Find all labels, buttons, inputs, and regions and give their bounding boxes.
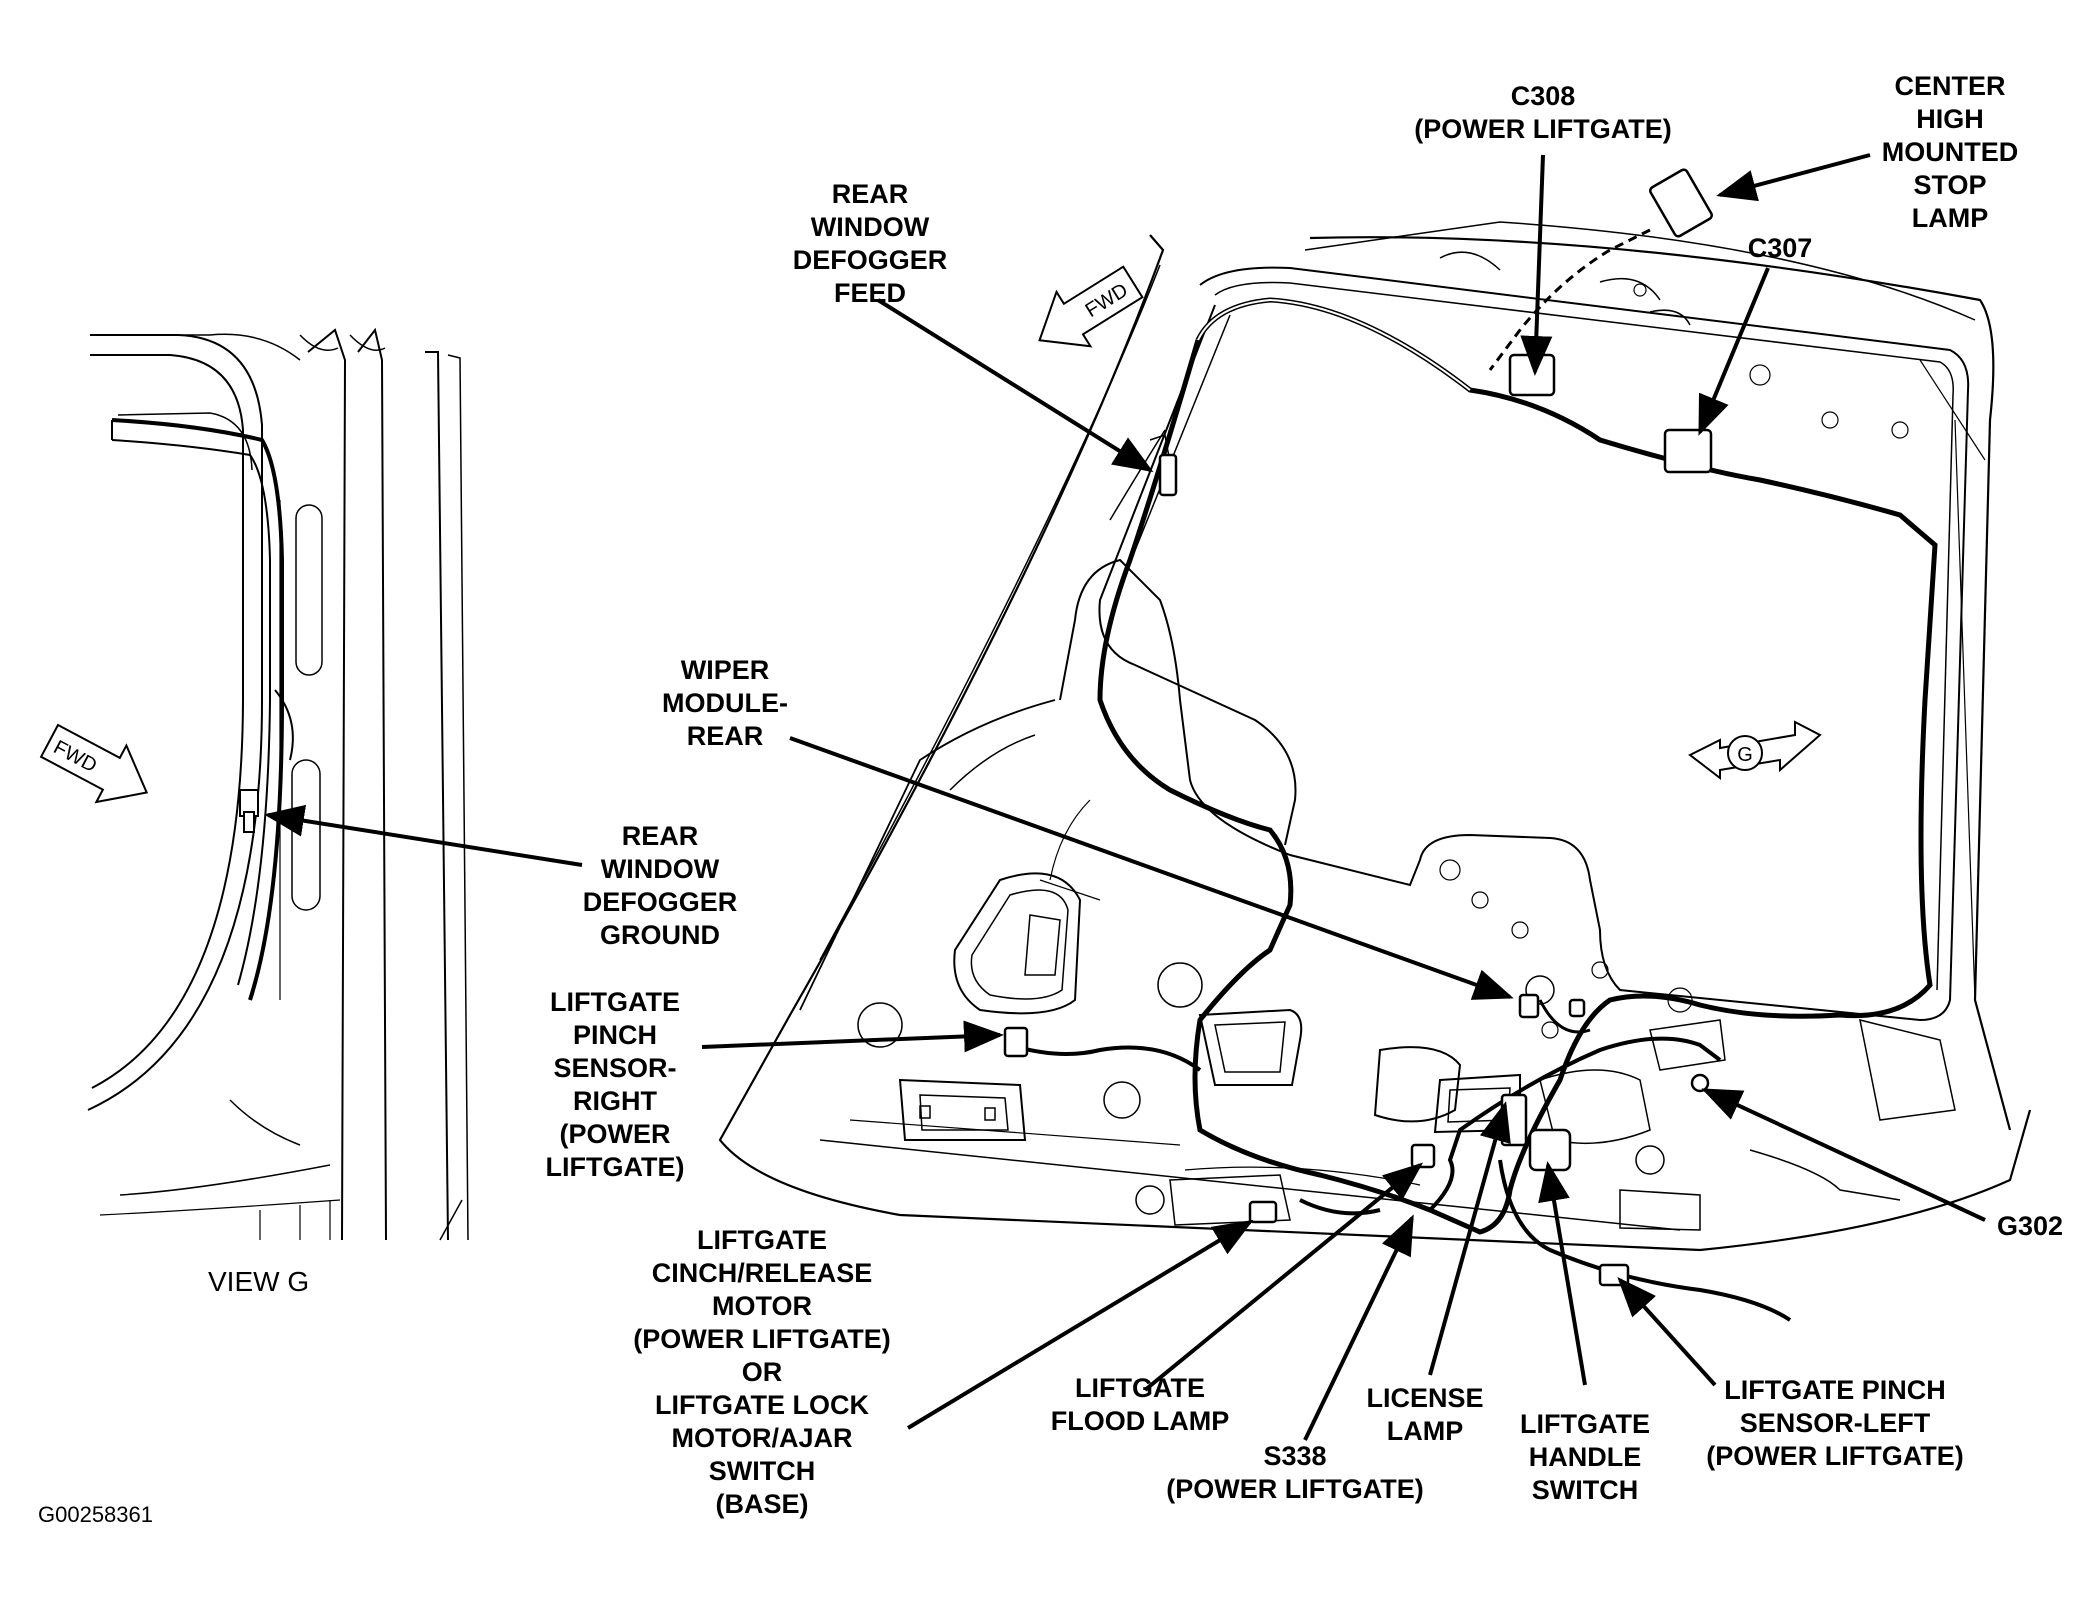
arrow-wiper — [789, 736, 1514, 1000]
arrow-c307 — [1698, 267, 1770, 436]
wiring-harness — [1009, 228, 1938, 1322]
fwd-arrow-top: FWD — [1038, 265, 1144, 348]
arrow-flood — [1143, 1162, 1424, 1392]
arrow-chmsl — [1716, 153, 1871, 202]
arrow-defogger-ground — [264, 804, 583, 867]
arrow-c308 — [1520, 154, 1553, 376]
arrow-license — [1428, 1101, 1511, 1376]
view-g-caption: VIEW G — [208, 1266, 310, 1297]
view-g-detail — [87, 327, 469, 1241]
arrow-g302 — [1701, 1088, 1986, 1222]
arrow-defogger-feed — [876, 298, 1154, 473]
view-g-indicator: G — [1688, 720, 1822, 781]
label-c308: C308(POWER LIFTGATE) — [1414, 81, 1672, 144]
label-s338: S338(POWER LIFTGATE) — [1166, 1441, 1424, 1504]
arrow-cinch — [906, 1219, 1254, 1430]
arrow-pinch-left — [1617, 1277, 1717, 1387]
figure-id: G00258361 — [38, 1502, 153, 1527]
g-badge-text: G — [1737, 744, 1753, 766]
fwd-arrow-left: FWD — [39, 723, 149, 804]
arrow-pinch-right — [701, 1020, 1004, 1053]
arrow-handle — [1538, 1161, 1587, 1386]
leader-arrows — [264, 153, 1986, 1441]
liftgate-body — [718, 221, 2032, 1252]
label-g302: G302 — [1996, 1211, 2064, 1241]
label-c307: C307 — [1747, 233, 1813, 263]
arrow-s338 — [1303, 1214, 1414, 1441]
